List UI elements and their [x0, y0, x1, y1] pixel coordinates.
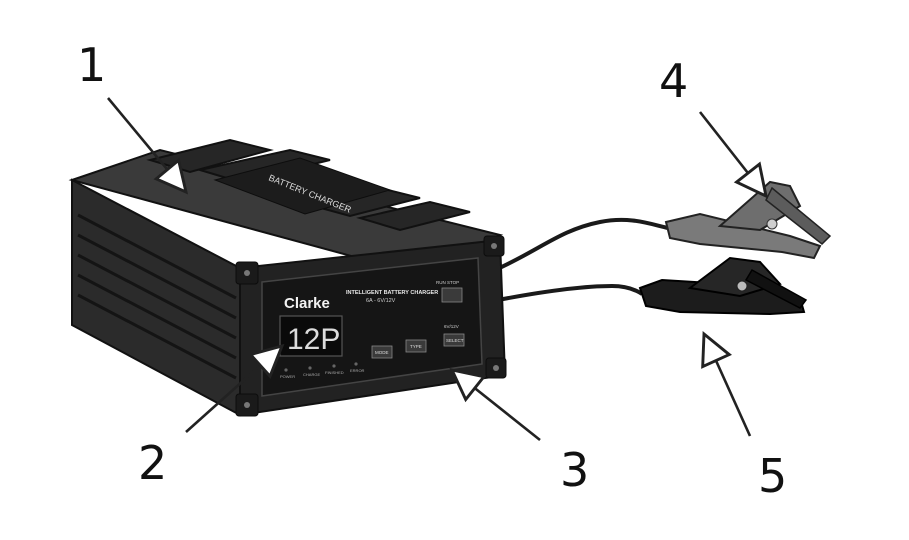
arrow-1 — [106, 97, 189, 195]
select-label: SELECT — [446, 338, 464, 343]
digital-display — [279, 315, 343, 357]
positive-cable — [494, 217, 669, 272]
led-error-label: ERROR — [350, 368, 365, 373]
side-ribs — [77, 213, 237, 380]
top-label-plate — [213, 157, 392, 215]
arrow-5 — [701, 331, 752, 437]
type-label: TYPE — [410, 344, 422, 349]
arrow-3 — [449, 367, 541, 442]
negative-cable — [497, 283, 644, 302]
type-button[interactable] — [405, 339, 427, 353]
rating-text: 6A - 6V/12V — [366, 298, 396, 304]
brand-logo: Clarke — [284, 295, 330, 312]
callout-4: 4 — [659, 54, 689, 108]
callout-3: 3 — [560, 443, 590, 497]
status-leds — [284, 362, 358, 372]
negative-clamp — [638, 256, 808, 316]
callout-2: 2 — [138, 436, 168, 490]
display-readout: 12P — [287, 323, 340, 356]
select-button[interactable] — [443, 333, 465, 347]
arrow-4 — [698, 111, 769, 199]
led-charge-label: CHARGE — [303, 372, 320, 377]
callout-1: 1 — [77, 38, 107, 92]
screws — [244, 243, 499, 408]
voltage-label: 6V/12V — [444, 324, 459, 329]
positive-clamp — [664, 180, 832, 260]
mode-button[interactable] — [371, 345, 393, 359]
run-stop-button[interactable] — [441, 287, 463, 303]
mode-label: MODE — [375, 350, 389, 355]
run-stop-label: RUN STOP — [436, 280, 459, 285]
panel-title: INTELLIGENT BATTERY CHARGER — [346, 290, 438, 296]
callout-5: 5 — [758, 449, 788, 503]
arrow-2 — [185, 343, 285, 433]
led-power-label: POWER — [280, 374, 295, 379]
led-finished-label: FINISHED — [325, 370, 344, 375]
cooling-fins — [146, 138, 471, 232]
